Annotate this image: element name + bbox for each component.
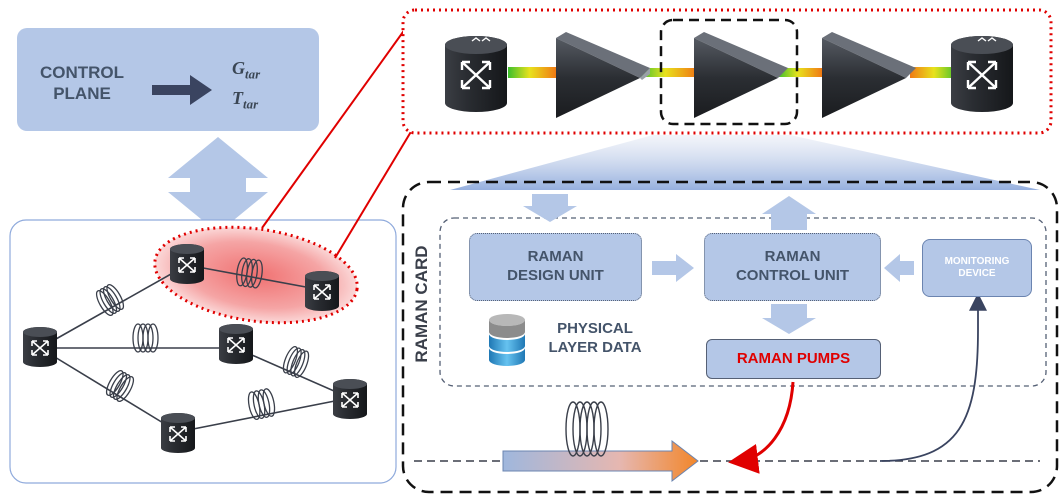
left-arrow xyxy=(884,254,914,282)
up-arrow xyxy=(762,196,816,230)
bidirectional-arrow xyxy=(168,137,268,233)
roadm-node-icon xyxy=(305,271,339,311)
amplifier-icon xyxy=(556,32,650,118)
target-gain-subscript: tar xyxy=(245,66,261,82)
roadm-node-icon xyxy=(333,379,367,419)
control-plane-label: CONTROL PLANE xyxy=(39,63,125,104)
selected-amplifier-box xyxy=(659,18,799,126)
roadm-node-icon xyxy=(951,36,1013,112)
roadm-node-icon xyxy=(170,244,204,284)
roadm-node-icon xyxy=(445,36,507,112)
raman-pumps: RAMAN PUMPS xyxy=(706,339,881,379)
physical-layer-data-label: PHYSICAL LAYER DATA xyxy=(548,320,642,356)
monitoring-tap-line xyxy=(879,292,987,462)
target-tilt: Ttar xyxy=(232,88,258,113)
right-arrow xyxy=(652,254,694,282)
down-arrow xyxy=(523,194,577,222)
raman-card-border xyxy=(401,180,1059,494)
raman-card-inner xyxy=(439,217,1047,387)
target-gain-symbol: G xyxy=(232,58,245,78)
raman-design-unit: RAMAN DESIGN UNIT xyxy=(469,233,642,301)
raman-card-label: RAMAN CARD xyxy=(412,245,431,363)
roadm-node-icon xyxy=(23,327,57,367)
amplifier-icon xyxy=(694,32,788,118)
down-arrow xyxy=(762,304,816,334)
monitoring-device: MONITORING DEVICE xyxy=(922,239,1032,297)
roadm-node-icon xyxy=(219,324,253,364)
target-tilt-subscript: tar xyxy=(243,96,259,112)
roadm-node-icon xyxy=(161,413,195,453)
database-icon xyxy=(489,314,525,366)
raman-control-unit: RAMAN CONTROL UNIT xyxy=(704,233,881,301)
signal-arrow xyxy=(502,439,699,483)
pump-injection-arrow xyxy=(728,381,795,474)
fiber-spool-icon xyxy=(565,401,609,457)
target-tilt-symbol: T xyxy=(232,88,243,108)
target-gain: Gtar xyxy=(232,58,260,83)
amplifier-icon xyxy=(822,32,916,118)
